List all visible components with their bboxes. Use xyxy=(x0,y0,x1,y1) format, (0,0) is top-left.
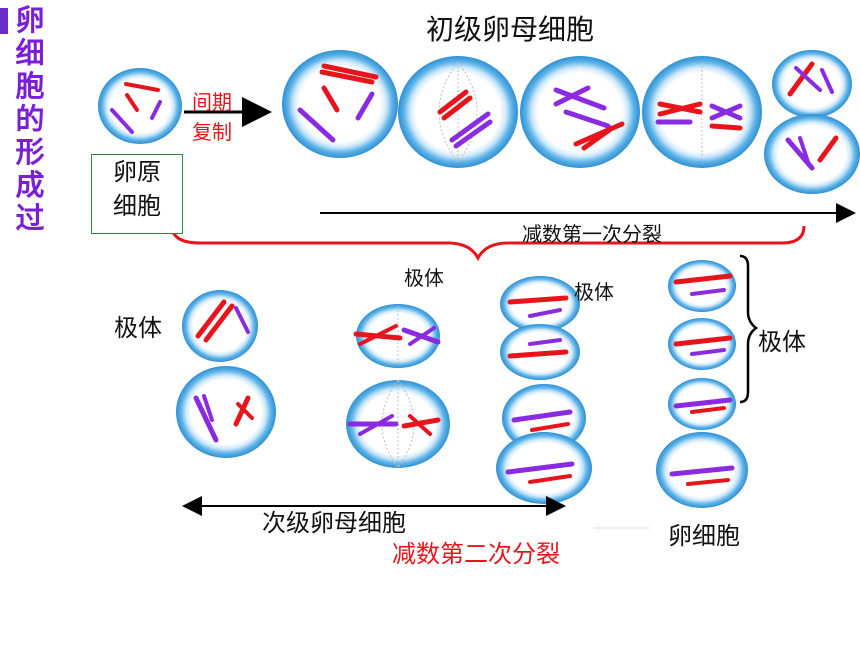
meiosis-2-label: 减数第二次分裂 xyxy=(392,540,560,568)
egg-cell xyxy=(656,432,748,508)
interphase-label-2: 复制 xyxy=(192,120,232,144)
title-char: 形 xyxy=(15,135,45,169)
first-polar-body xyxy=(182,290,258,362)
polar-body-final-3 xyxy=(668,378,736,430)
title-char: 卵 xyxy=(15,3,45,37)
meiosis-1-label: 减数第一次分裂 xyxy=(522,222,662,246)
secondary-oocyte-metaphase xyxy=(346,379,450,469)
polar-body-bracket xyxy=(739,254,759,404)
primary-oocyte-crossing xyxy=(520,56,640,168)
edge-marker xyxy=(0,8,8,34)
polar-body-final-1 xyxy=(668,260,736,312)
polar-body-label-left: 极体 xyxy=(114,314,162,342)
primary-oocyte-metaphase xyxy=(642,56,762,168)
primary-oocyte-synapsis xyxy=(398,56,518,168)
interphase-label-1: 间期 xyxy=(192,90,232,114)
title-char: 的 xyxy=(15,102,45,136)
secondary-oocyte-label: 次级卵母细胞 xyxy=(262,509,406,537)
polar-body-label-mid2: 极体 xyxy=(574,280,614,304)
polar-body-label-right: 极体 xyxy=(758,328,806,356)
oogonium-label-2: 细胞 xyxy=(113,192,161,220)
title-char: 胞 xyxy=(15,69,45,103)
title-char: 过 xyxy=(15,201,45,235)
polar-body-metaphase xyxy=(353,304,441,368)
secondary-oocyte-dividing xyxy=(496,384,592,504)
polar-body-final-2 xyxy=(668,318,736,370)
oogonium-label-1: 卵原 xyxy=(113,158,161,186)
primary-oocyte-label: 初级卵母细胞 xyxy=(426,13,595,46)
oogonium-box: 卵原 细胞 xyxy=(91,154,183,234)
title-char: 成 xyxy=(15,168,45,202)
primary-oocyte-dividing xyxy=(764,50,860,194)
title-char: 细 xyxy=(15,36,45,70)
secondary-oocyte-cell xyxy=(176,366,276,458)
egg-cell-label: 卵细胞 xyxy=(668,522,740,550)
meiosis-brace xyxy=(170,225,806,262)
vertical-title: 卵 细 胞 的 形 成 过 xyxy=(10,4,50,235)
polar-body-dividing xyxy=(500,276,580,380)
oogonium-cell xyxy=(98,68,182,144)
primary-oocyte-cell xyxy=(282,50,398,158)
polar-body-label-mid1: 极体 xyxy=(404,266,444,290)
